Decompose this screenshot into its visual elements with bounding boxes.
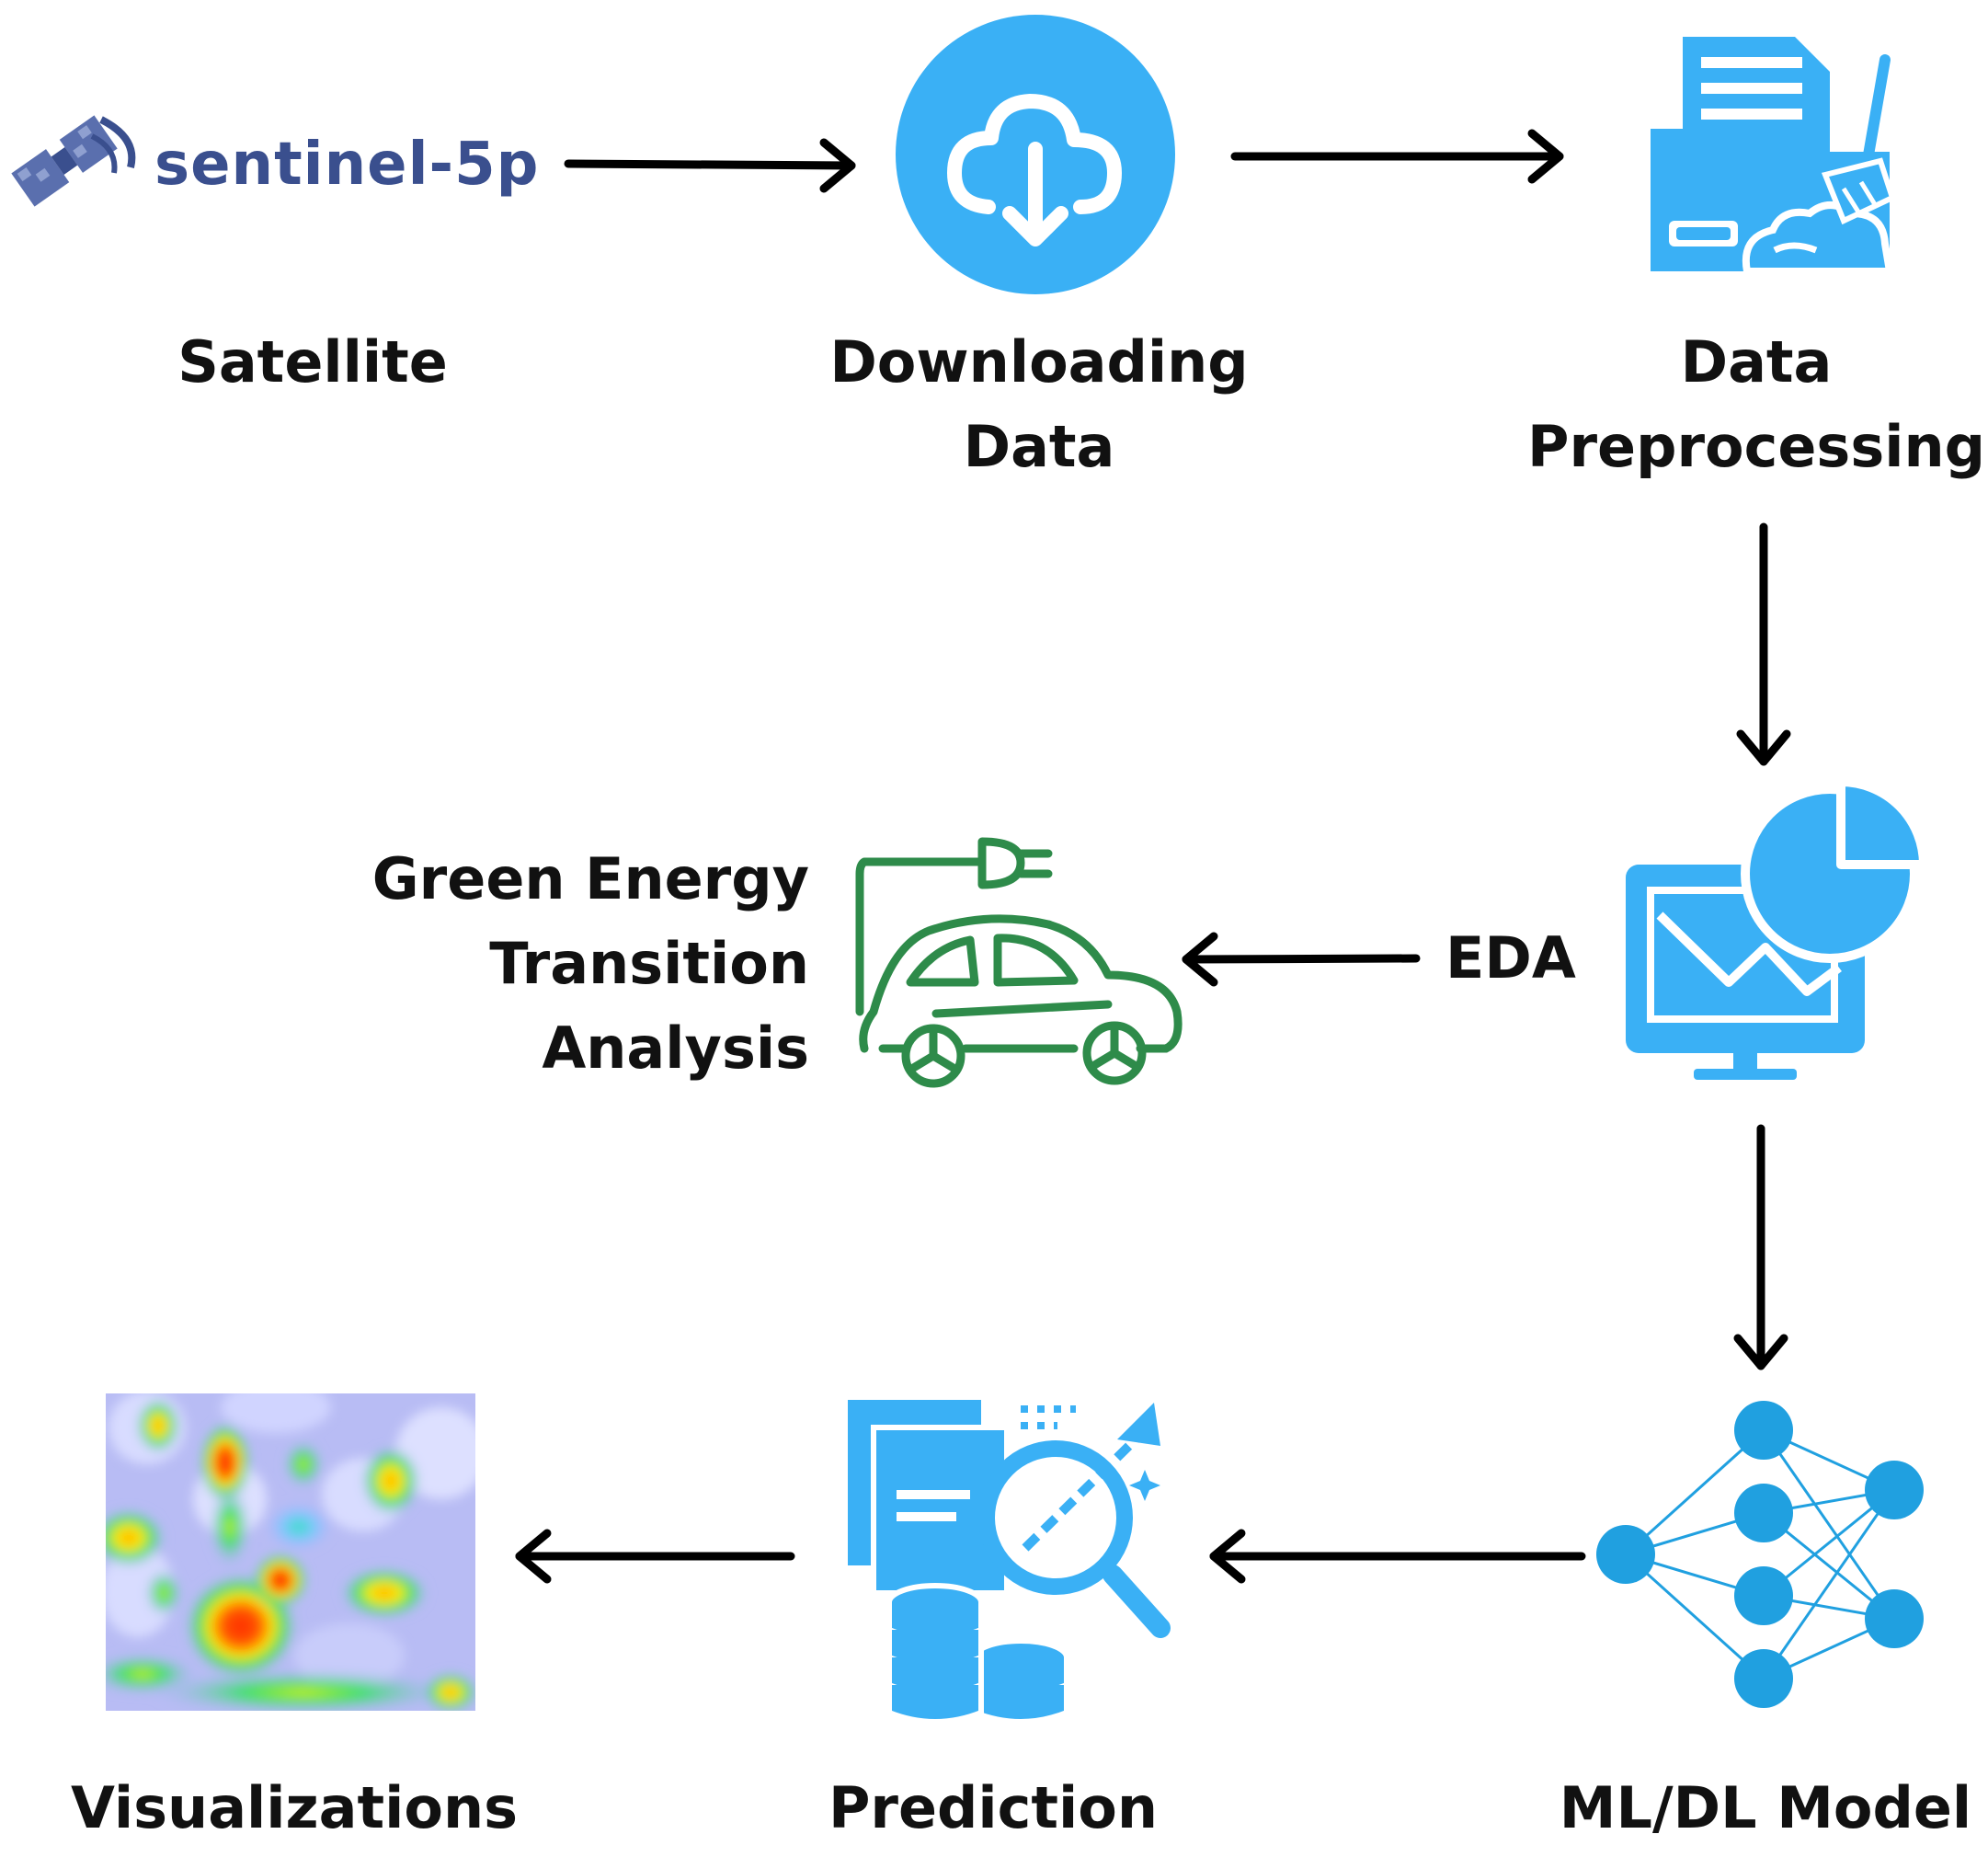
arrow-preprocessing-to-eda: [1736, 522, 1791, 766]
green-energy-label-line2: Transition: [489, 930, 809, 997]
neural-network-icon: [1596, 1401, 1924, 1708]
prediction-label: Prediction: [828, 1774, 1159, 1841]
eda-label: EDA: [1445, 924, 1576, 992]
heatmap-image: [106, 1393, 475, 1711]
arrow-eda-to-green-energy: [1182, 932, 1421, 987]
data-preprocessing-label: Data Preprocessing: [1526, 320, 1986, 489]
electric-car-icon: [855, 837, 1183, 1088]
arrow-model-to-prediction: [1209, 1529, 1586, 1584]
satellite-label: Satellite: [177, 328, 448, 395]
preprocessing-label-line1: Data: [1680, 328, 1833, 395]
preprocessing-label-line2: Preprocessing: [1527, 413, 1985, 480]
cloud-download-icon: [896, 15, 1175, 294]
prediction-analysis-icon: [848, 1400, 1171, 1725]
arrow-download-to-preprocessing: [1230, 129, 1564, 184]
arrow-prediction-to-visualizations: [515, 1529, 795, 1584]
arrow-eda-to-model: [1733, 1124, 1788, 1370]
arrow-satellite-to-download: [564, 138, 856, 193]
satellite-logo-icon: [11, 115, 136, 207]
downloading-data-label: Downloading Data: [809, 320, 1269, 489]
green-energy-label-line3: Analysis: [542, 1014, 809, 1082]
visualizations-label: Visualizations: [71, 1774, 518, 1841]
analytics-monitor-icon: [1626, 777, 1928, 1080]
ml-dl-model-label: ML/DL Model: [1559, 1774, 1972, 1841]
downloading-label-line2: Data: [963, 413, 1115, 480]
green-energy-label-line1: Green Energy: [371, 845, 809, 912]
satellite-logo-text: sentinel-5p: [154, 131, 539, 199]
downloading-label-line1: Downloading: [829, 328, 1249, 395]
folder-cleaning-icon: [1651, 37, 1896, 275]
green-energy-label: Green Energy Transition Analysis: [349, 837, 809, 1091]
